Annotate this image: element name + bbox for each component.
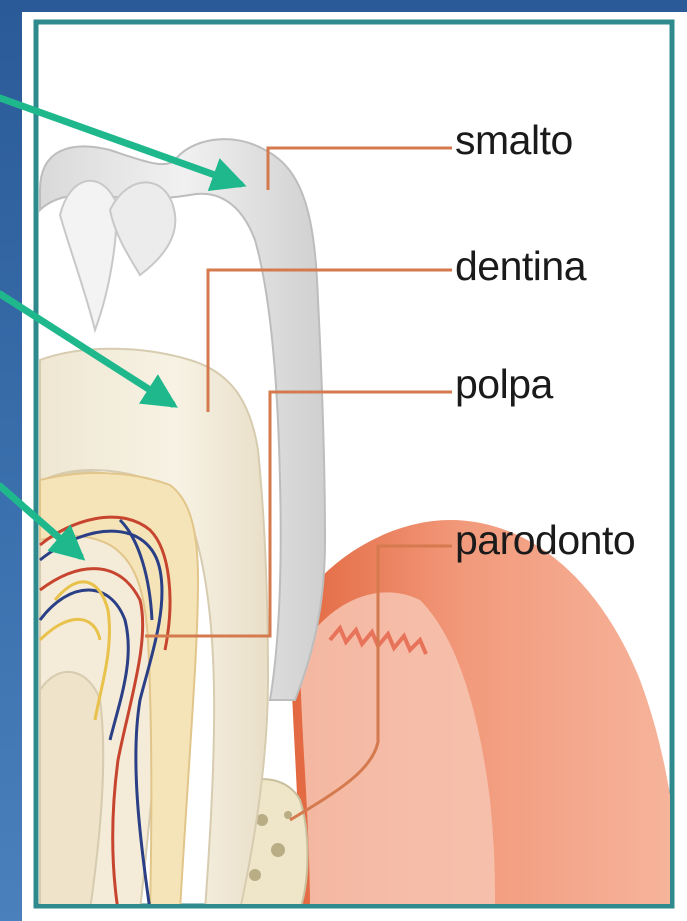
label-polpa: polpa	[455, 364, 553, 405]
label-dentina: dentina	[455, 246, 586, 287]
label-smalto: smalto	[455, 120, 573, 161]
label-parodonto: parodonto	[455, 520, 635, 561]
